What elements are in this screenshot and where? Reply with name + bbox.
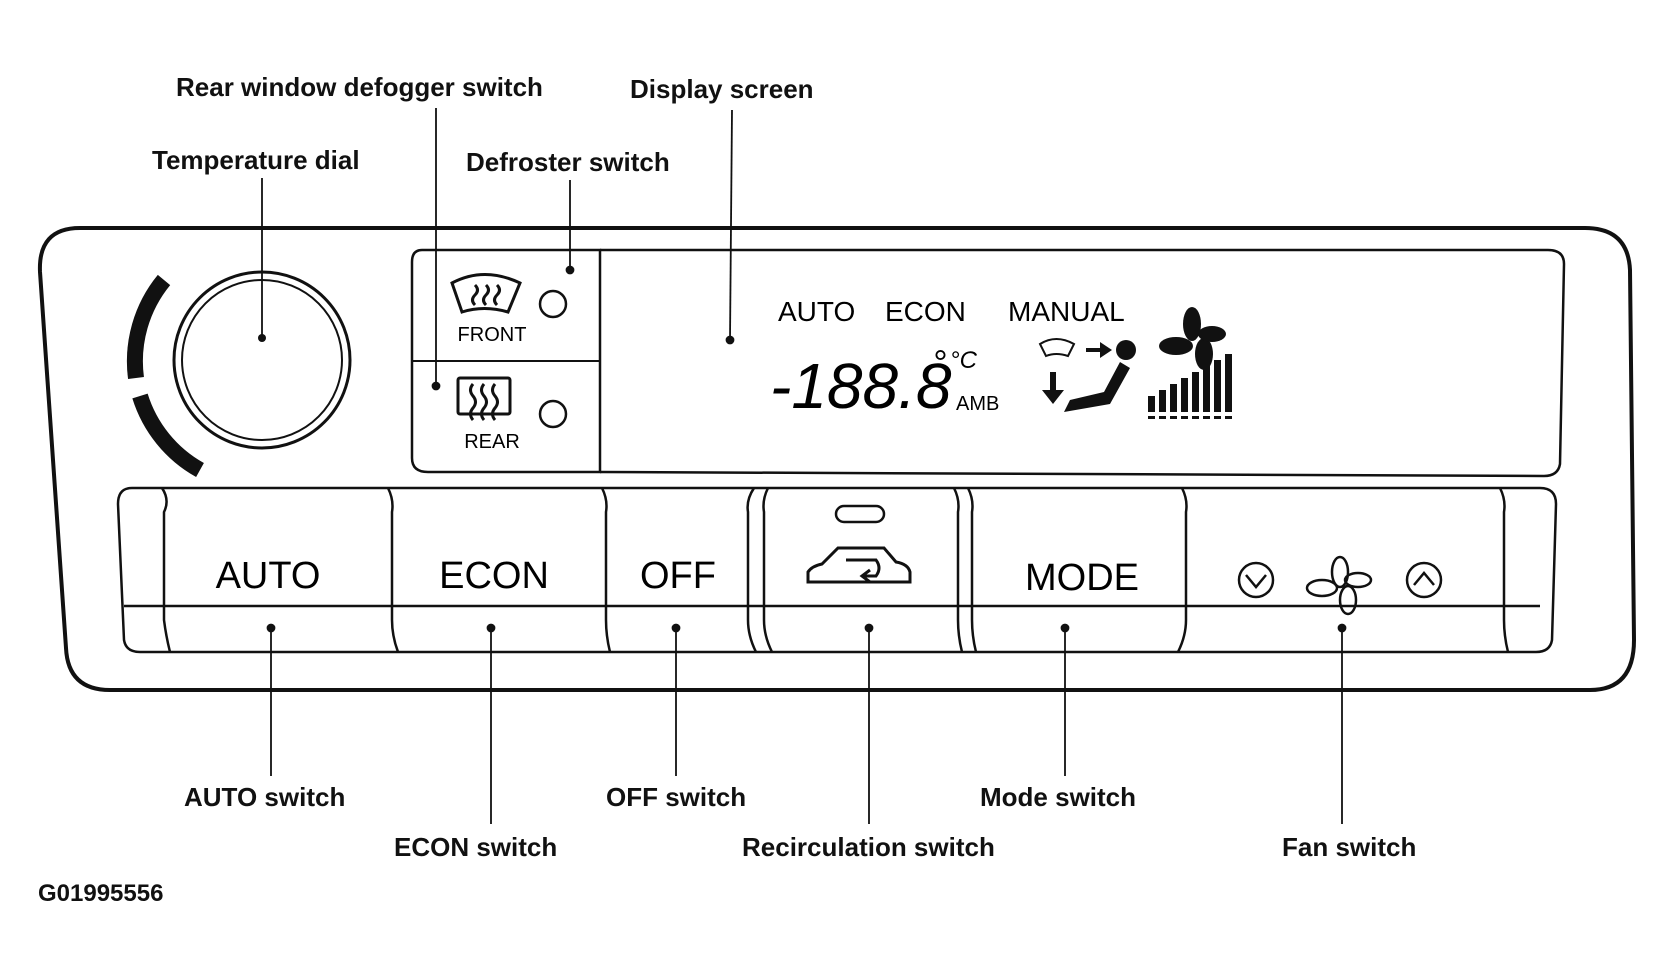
display-fan-icon: [1159, 307, 1226, 370]
display-degree: °: [932, 342, 946, 383]
front-label: FRONT: [458, 324, 527, 346]
econ-button-label: ECON: [439, 555, 549, 597]
mode-button-label: MODE: [1025, 557, 1139, 599]
figure-id: G01995556: [38, 880, 164, 907]
rear-defogger-icon: [456, 376, 512, 421]
callout-display-screen: Display screen: [630, 74, 814, 104]
chevron-down-icon: [1245, 574, 1267, 589]
front-defroster-icon: [450, 273, 522, 314]
fan-level-tick: [1203, 416, 1210, 419]
fan-level-tick: [1148, 416, 1155, 419]
display-manual: MANUAL: [1008, 296, 1125, 327]
fan-level-bar: [1203, 366, 1210, 412]
fan-level-bars: [1148, 354, 1232, 419]
fan-up-button[interactable]: [1405, 561, 1443, 599]
fan-level-bar: [1170, 384, 1177, 412]
panel-outline: [37, 226, 1637, 692]
fan-level-tick: [1181, 416, 1188, 419]
display-screen: AUTO ECON MANUAL -188.8 ° °C AMB: [599, 248, 1566, 478]
temperature-dial[interactable]: [126, 270, 352, 477]
callout-rear-defogger: Rear window defogger switch: [176, 72, 543, 102]
defrost-box: FRONT REAR: [410, 248, 602, 474]
fan-level-bar: [1181, 378, 1188, 412]
callout-off-switch: OFF switch: [606, 782, 747, 812]
chevron-up-icon: [1413, 571, 1435, 586]
callout-recirculation-switch: Recirculation switch: [742, 832, 995, 862]
fan-switch[interactable]: [1188, 492, 1500, 616]
display-amb: AMB: [956, 393, 999, 415]
fan-icon: [1305, 555, 1373, 616]
display-unit: °C: [950, 347, 978, 374]
fan-level-bar: [1225, 354, 1232, 412]
econ-button[interactable]: ECON: [394, 492, 602, 604]
airflow-mode-icon: [1038, 338, 1136, 412]
display-temperature: -188.8: [770, 350, 952, 422]
off-button-label: OFF: [640, 555, 716, 597]
auto-button-label: AUTO: [216, 555, 321, 597]
fan-level-bar: [1148, 396, 1155, 412]
callout-temperature-dial: Temperature dial: [152, 145, 360, 175]
recirculation-button[interactable]: [766, 492, 954, 604]
fan-level-tick: [1192, 416, 1199, 419]
fan-level-bar: [1159, 390, 1166, 412]
display-econ: ECON: [885, 296, 966, 327]
mode-button[interactable]: MODE: [976, 492, 1182, 604]
defroster-switch[interactable]: [538, 289, 568, 319]
recirculation-indicator: [834, 504, 886, 524]
recirculation-icon: [806, 546, 912, 584]
rear-defogger-switch[interactable]: [538, 399, 568, 429]
fan-level-tick: [1170, 416, 1177, 419]
callout-fan-switch: Fan switch: [1282, 832, 1417, 862]
fan-level-tick: [1214, 416, 1221, 419]
callout-mode-switch: Mode switch: [980, 782, 1137, 812]
fan-level-bar: [1192, 372, 1199, 412]
fan-down-button[interactable]: [1237, 561, 1275, 599]
callout-defroster: Defroster switch: [466, 147, 670, 177]
rear-label: REAR: [464, 431, 520, 453]
fan-level-bar: [1214, 360, 1221, 412]
callout-auto-switch: AUTO switch: [184, 782, 346, 812]
fan-level-tick: [1159, 416, 1166, 419]
button-strip: [116, 486, 1558, 654]
fan-level-tick: [1225, 416, 1232, 419]
display-auto: AUTO: [778, 296, 855, 327]
leader-lines: [261, 108, 1347, 824]
off-button[interactable]: OFF: [608, 492, 748, 604]
auto-button[interactable]: AUTO: [166, 492, 388, 604]
callout-econ-switch: ECON switch: [394, 832, 558, 862]
